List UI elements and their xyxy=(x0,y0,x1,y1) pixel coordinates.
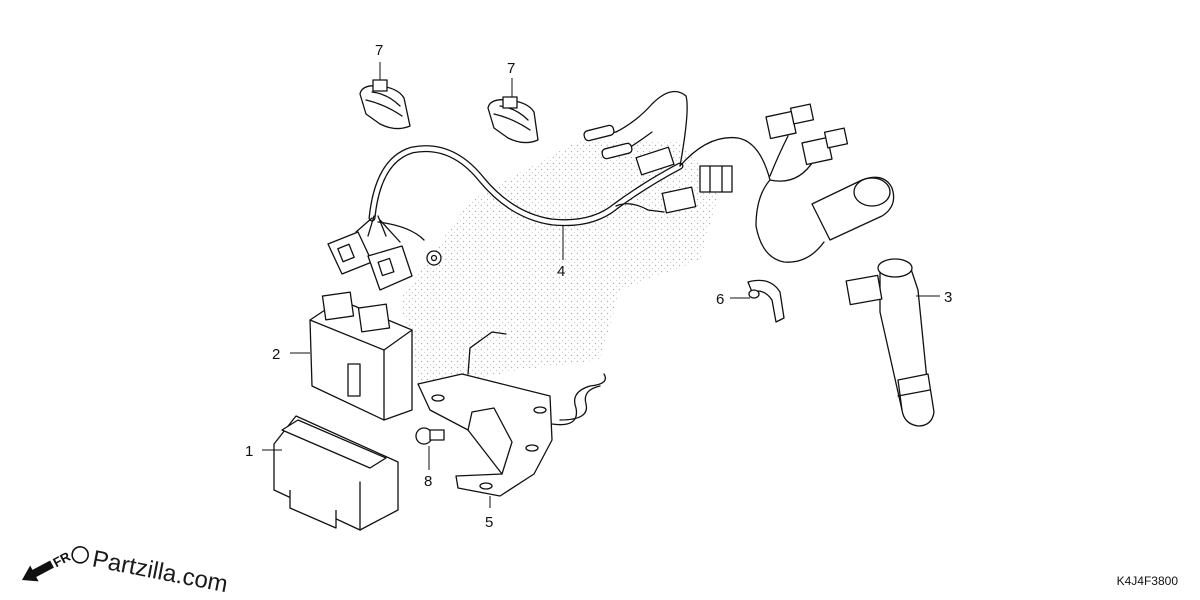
wire-harness[interactable] xyxy=(327,90,895,291)
callout-7a: 7 xyxy=(375,42,383,59)
callout-2: 2 xyxy=(272,346,280,363)
front-label: FR xyxy=(50,548,73,570)
wire-band-clip-left[interactable] xyxy=(359,79,411,130)
watermark-text: Partzilla.com xyxy=(90,546,230,599)
diagram-code: K4J4F3800 xyxy=(1117,574,1179,588)
ignition-coil[interactable] xyxy=(845,258,935,427)
watermark: Partzilla.com xyxy=(71,546,230,599)
mounting-bracket[interactable] xyxy=(417,331,607,497)
wire-band-clip-right[interactable] xyxy=(487,96,539,144)
callout-3: 3 xyxy=(944,289,952,306)
harness-clamp[interactable] xyxy=(747,279,785,323)
callout-8: 8 xyxy=(424,473,432,490)
watermark-logo-icon xyxy=(71,546,89,564)
callout-5: 5 xyxy=(485,514,493,531)
callout-6: 6 xyxy=(716,291,724,308)
ignition-control-module[interactable] xyxy=(309,291,413,421)
control-module-holder[interactable] xyxy=(273,415,399,531)
front-direction-arrow: FR xyxy=(22,548,73,582)
callout-4: 4 xyxy=(557,263,565,280)
bolt[interactable] xyxy=(415,427,445,445)
callout-7b: 7 xyxy=(507,60,515,77)
stipple-shading xyxy=(400,140,720,390)
callout-1: 1 xyxy=(245,443,253,460)
